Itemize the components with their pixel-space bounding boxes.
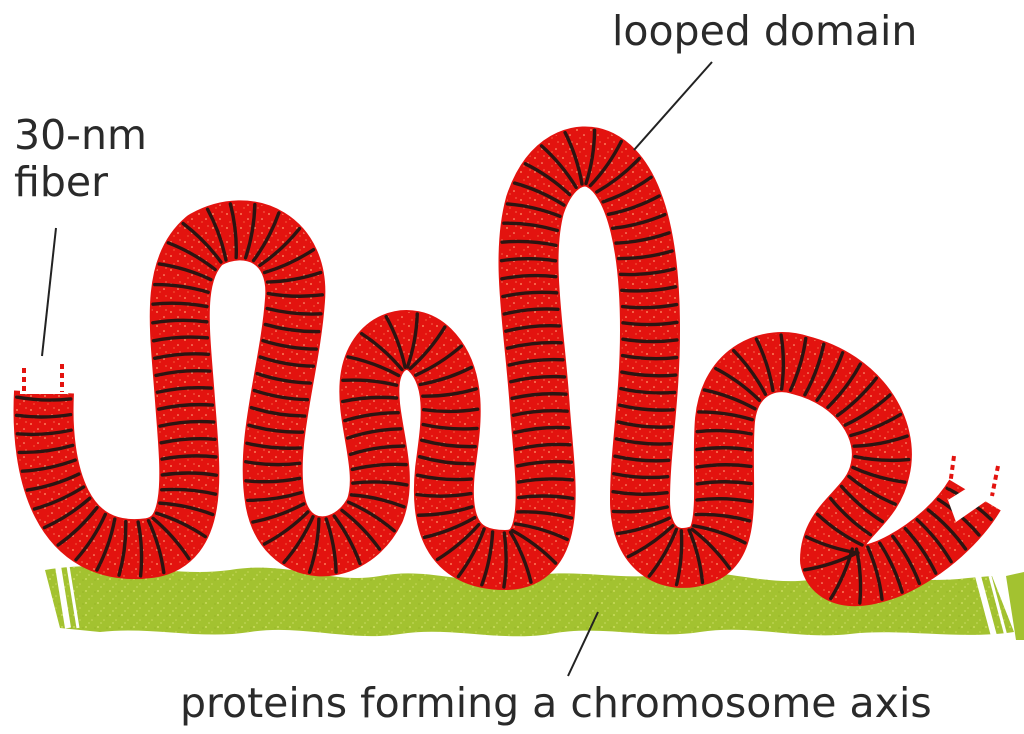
fiber-cut-end-left: [20, 364, 68, 394]
fiber-pointer-line: [42, 228, 56, 356]
fiber-label-line-2: fiber: [14, 159, 147, 206]
fiber-label-line-1: 30-nm: [14, 112, 147, 159]
looped-domain-pointer-line: [634, 62, 712, 150]
chromosome-axis-label: proteins forming a chromosome axis: [180, 680, 932, 727]
looped-domain-label: looped domain: [612, 8, 917, 55]
chromatin-fiber: [17, 130, 1002, 603]
fiber-label: 30-nm fiber: [14, 112, 147, 206]
